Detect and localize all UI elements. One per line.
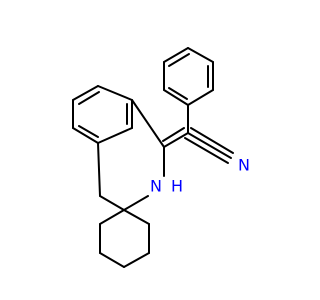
bond (184, 137, 229, 164)
benzo-ring (72, 85, 133, 144)
bond (123, 252, 150, 268)
bond (187, 89, 214, 106)
amine-hydrogen-label: H (171, 177, 183, 196)
bond (99, 252, 125, 268)
bond (97, 127, 133, 144)
phenyl-ring (163, 47, 214, 106)
bond (99, 209, 125, 225)
bond (163, 47, 189, 63)
bond (99, 195, 125, 211)
bond (168, 53, 190, 67)
molecule-diagram: N N H (72, 47, 250, 268)
bond (131, 99, 165, 148)
bond (78, 91, 100, 105)
bond (123, 209, 150, 225)
bond (72, 127, 99, 144)
bond (97, 85, 133, 101)
dihydroisoquinoline-ring (97, 99, 165, 211)
bond (123, 195, 149, 211)
bond (163, 132, 189, 148)
alkene-nitrile (162, 104, 234, 164)
nitrile-nitrogen-label: N (238, 156, 250, 175)
bond (190, 127, 234, 154)
bond (163, 89, 189, 106)
bond (72, 85, 99, 101)
bond (97, 142, 101, 197)
bond (187, 132, 232, 159)
bond (187, 47, 214, 63)
bond (162, 127, 185, 142)
bond (78, 125, 99, 138)
cyclohexane-ring (99, 209, 150, 268)
amine-nitrogen-label: N (150, 177, 162, 196)
bond (168, 87, 188, 100)
